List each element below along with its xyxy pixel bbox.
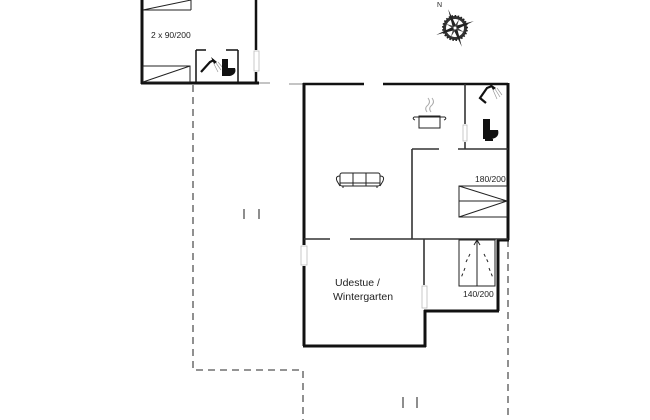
annex-walls [140, 0, 270, 85]
bed-icon [458, 239, 496, 287]
bed-size-label: 2 x 90/200 [151, 30, 191, 40]
compass-north-label: N [437, 2, 442, 9]
terrace-outline [192, 85, 509, 420]
window-markers [253, 50, 468, 309]
room-label-conservatory: Udestue / [335, 277, 380, 289]
dimension-ticks [243, 209, 418, 408]
main-house-walls [289, 82, 510, 348]
compass-rose-icon [436, 9, 474, 47]
toilet-icon [222, 59, 236, 76]
room-label-conservatory: Wintergarten [333, 291, 393, 303]
shower-icon [478, 83, 503, 104]
bed-size-label: 180/200 [475, 174, 506, 184]
toilet-icon [483, 119, 499, 141]
sofa-icon [335, 172, 385, 188]
bed-size-label: 140/200 [463, 289, 494, 299]
bed-icon [458, 185, 509, 218]
shower-icon [200, 57, 224, 73]
bed-icon [142, 0, 192, 11]
cooking-pot-icon [412, 97, 447, 129]
bed-icon [142, 65, 191, 83]
